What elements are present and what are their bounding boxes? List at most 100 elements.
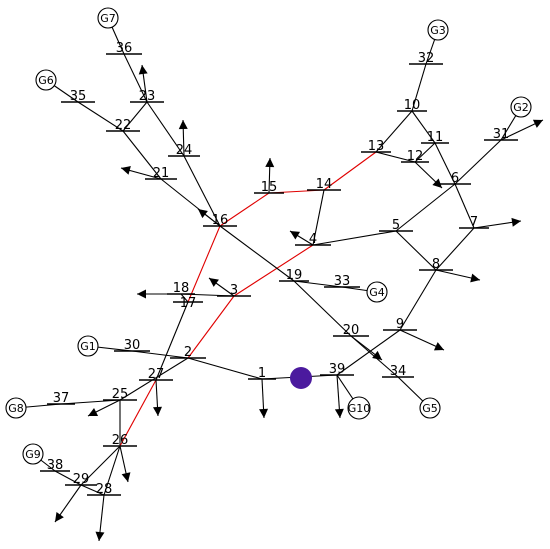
bus-label-5: 5 bbox=[392, 218, 400, 233]
load-bus-29-arrow-icon bbox=[55, 512, 64, 522]
branch-6-11 bbox=[434, 142, 456, 185]
load-bus-23-arrow-icon bbox=[138, 65, 148, 75]
bus-label-12: 12 bbox=[407, 149, 424, 164]
branch-2-3 bbox=[187, 295, 235, 359]
generator-label-G1: G1 bbox=[80, 340, 96, 353]
bus-label-25: 25 bbox=[112, 387, 129, 402]
branch-17-27 bbox=[155, 301, 189, 381]
bus-label-29: 29 bbox=[73, 472, 90, 487]
branch-6-31 bbox=[454, 139, 502, 185]
load-bus-15-arrow-icon bbox=[265, 158, 275, 168]
load-bus-20-arrow-icon bbox=[372, 350, 382, 360]
generator-G3-icon bbox=[427, 19, 449, 41]
bus-label-35: 35 bbox=[70, 89, 87, 104]
bus-label-39: 39 bbox=[329, 362, 346, 377]
marker-layer bbox=[290, 367, 312, 389]
load-bus-26-arrow-icon bbox=[121, 472, 131, 482]
load-bus-24-arrow-icon bbox=[178, 120, 188, 130]
bus-label-26: 26 bbox=[112, 433, 129, 448]
bus-label-14: 14 bbox=[316, 177, 333, 192]
branch-12-11 bbox=[414, 142, 436, 163]
load-bus-4-arrow-icon bbox=[290, 231, 301, 240]
branch-5-6 bbox=[395, 183, 456, 232]
bus-label-3: 3 bbox=[230, 283, 238, 298]
generator-label-G5: G5 bbox=[422, 402, 438, 415]
load-layer bbox=[54, 64, 544, 542]
branch-29-38 bbox=[54, 470, 82, 486]
branch-8-9 bbox=[399, 269, 437, 331]
generator-label-G4: G4 bbox=[369, 286, 385, 299]
load-bus-8-arrow-icon bbox=[470, 273, 480, 283]
branch-19-33 bbox=[293, 280, 343, 288]
generator-label-G10: G10 bbox=[348, 402, 371, 415]
branch-layer bbox=[15, 17, 522, 496]
load-bus-25-arrow-icon bbox=[88, 407, 99, 416]
bus-label-10: 10 bbox=[404, 98, 421, 113]
branch-23-36 bbox=[123, 53, 148, 103]
load-bus-18-arrow-icon bbox=[137, 289, 146, 299]
branch-1-2 bbox=[187, 357, 263, 380]
branch-23-24 bbox=[146, 101, 185, 157]
generator-G10-icon bbox=[347, 396, 371, 420]
branch-10-32 bbox=[411, 63, 427, 112]
generator-G7-icon bbox=[97, 7, 119, 29]
bus-layer: 1234567891011121314151617181920212223242… bbox=[40, 41, 518, 497]
bus-label-27: 27 bbox=[148, 367, 165, 382]
bus-label-1: 1 bbox=[258, 366, 266, 381]
load-bus-28-arrow-icon bbox=[95, 531, 105, 541]
bus-label-2: 2 bbox=[184, 345, 192, 360]
branch-6-7 bbox=[454, 183, 475, 229]
bus-label-31: 31 bbox=[493, 127, 510, 142]
bus-label-17: 17 bbox=[180, 296, 197, 311]
load-bus-31-arrow-icon bbox=[532, 119, 543, 128]
selected-node-marker[interactable] bbox=[290, 367, 312, 389]
generator-label-G2: G2 bbox=[513, 101, 529, 114]
branch-26-29 bbox=[80, 445, 121, 486]
branch-19-20 bbox=[293, 280, 352, 337]
load-bus-27-arrow-icon bbox=[153, 406, 162, 416]
bus-label-13: 13 bbox=[368, 139, 385, 154]
bus-label-4: 4 bbox=[309, 232, 317, 247]
branch-3-4 bbox=[233, 244, 314, 297]
load-bus-16-arrow-icon bbox=[198, 209, 208, 219]
load-bus-12-arrow-icon bbox=[432, 178, 442, 188]
bus-label-33: 33 bbox=[334, 274, 351, 289]
branch-13-14 bbox=[323, 151, 377, 191]
branch-22-23 bbox=[122, 101, 148, 132]
generator-G1-icon bbox=[77, 335, 99, 357]
branch-26-27 bbox=[119, 379, 157, 447]
generator-G5-icon bbox=[419, 397, 441, 419]
generator-label-G6: G6 bbox=[38, 74, 54, 87]
bus-label-22: 22 bbox=[115, 118, 132, 133]
load-bus-21-arrow-icon bbox=[121, 166, 131, 175]
branch-12-13 bbox=[375, 151, 416, 163]
branch-4-14 bbox=[312, 189, 325, 246]
branch-2-30 bbox=[131, 350, 189, 359]
bus-label-7: 7 bbox=[470, 215, 478, 230]
generator-G9-icon bbox=[22, 443, 44, 465]
bus-label-16: 16 bbox=[212, 213, 229, 228]
bus-label-19: 19 bbox=[286, 268, 303, 283]
bus-label-34: 34 bbox=[390, 364, 407, 379]
load-bus-1-arrow-icon bbox=[259, 408, 269, 418]
branch-17-18 bbox=[180, 293, 189, 303]
branch-9-39 bbox=[336, 329, 401, 376]
branch-10-11 bbox=[411, 110, 436, 144]
branch-22-35 bbox=[77, 101, 124, 132]
branch-26-28 bbox=[103, 445, 121, 496]
generator-G8-icon bbox=[5, 397, 27, 419]
branch-16-24 bbox=[183, 155, 221, 227]
generator-G6-icon bbox=[35, 69, 57, 91]
branch-10-13 bbox=[375, 110, 413, 153]
bus-label-32: 32 bbox=[418, 51, 435, 66]
bus-label-38: 38 bbox=[47, 458, 64, 473]
generator-label-G7: G7 bbox=[100, 12, 116, 25]
bus-label-11: 11 bbox=[427, 130, 444, 145]
branch-21-22 bbox=[122, 130, 162, 180]
bus-label-28: 28 bbox=[96, 482, 113, 497]
branch-16-19 bbox=[219, 225, 295, 282]
branch-16-17 bbox=[187, 225, 221, 303]
branch-4-5 bbox=[312, 230, 397, 246]
